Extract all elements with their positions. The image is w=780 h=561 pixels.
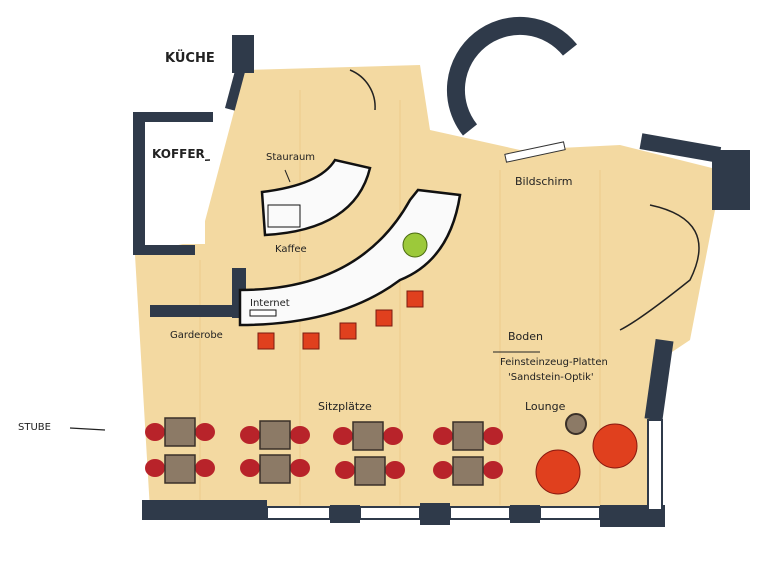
label-coffee: Kaffee	[275, 244, 307, 255]
label-seating: Sitzplätze	[318, 400, 372, 413]
door-arc-kitchen	[349, 69, 376, 111]
seating-tables	[145, 417, 503, 486]
label-storage: Stauraum	[266, 152, 315, 163]
lounge-area	[535, 413, 638, 495]
lounge-chair	[592, 423, 638, 469]
label-cloakroom: Garderobe	[170, 330, 223, 341]
label-floor-finish: 'Sandstein-Optik'	[508, 372, 594, 383]
table-group	[333, 421, 405, 486]
side-table	[565, 413, 587, 435]
label-screen: Bildschirm	[515, 175, 573, 188]
label-living-room: STUBE	[18, 422, 51, 433]
label-kitchen: KÜCHE	[165, 50, 215, 66]
bar-stools	[257, 290, 424, 350]
door-arc-right	[619, 204, 700, 331]
label-lounge: Lounge	[525, 400, 566, 413]
table-group	[433, 421, 503, 486]
table-group	[145, 417, 215, 484]
label-case: KOFFER	[152, 147, 205, 161]
floor-area	[135, 65, 720, 510]
label-internet: Internet	[250, 298, 290, 309]
table-group	[240, 420, 310, 484]
bar-counter	[238, 188, 462, 327]
round-room-wall	[447, 16, 578, 136]
walls	[133, 35, 750, 527]
screen	[504, 141, 566, 163]
case-room	[145, 122, 205, 244]
label-floor-material: Feinsteinzeug-Platten	[500, 357, 608, 368]
storage-counter	[260, 158, 372, 237]
storage-arrow	[284, 169, 291, 183]
label-floor-title: Boden	[508, 330, 543, 343]
plant	[402, 232, 428, 258]
lounge-chair	[535, 449, 581, 495]
stube-arrow	[69, 427, 106, 431]
